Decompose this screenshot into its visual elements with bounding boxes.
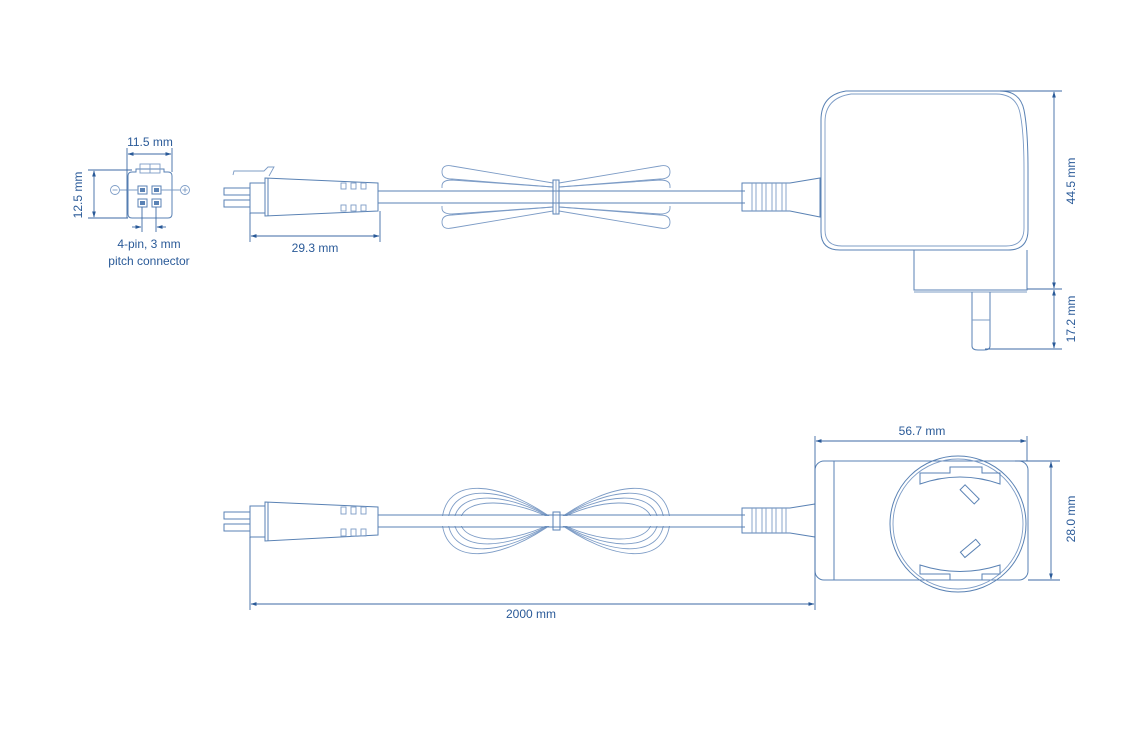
coiled-cable-bundle <box>441 165 671 229</box>
adapter-width-label: 56.7 mm <box>899 424 946 438</box>
adapter-height-label: 44.5 mm <box>1064 158 1078 205</box>
adapter-top-view <box>223 436 1060 610</box>
adapter-side-view <box>223 90 1062 351</box>
plus-terminal-icon <box>180 185 190 195</box>
adapter-depth-label: 28.0 mm <box>1064 496 1078 543</box>
cable-length-label: 2000 mm <box>506 607 556 621</box>
plug-length-label: 29.3 mm <box>292 241 339 255</box>
connector-pins <box>137 185 162 208</box>
figure-eight-coil <box>437 487 675 555</box>
connector-width-label: 11.5 mm <box>127 135 173 149</box>
prong-length-label: 17.2 mm <box>1064 296 1078 343</box>
connector-description-line2: pitch connector <box>108 254 189 268</box>
connector-description-line1: 4-pin, 3 mm <box>117 237 180 251</box>
connector-height-label: 12.5 mm <box>71 172 85 219</box>
minus-terminal-icon <box>110 185 120 195</box>
connector-end-view <box>88 148 190 232</box>
boot-grip-ribs <box>340 182 367 212</box>
strain-relief-ribs <box>751 183 787 211</box>
